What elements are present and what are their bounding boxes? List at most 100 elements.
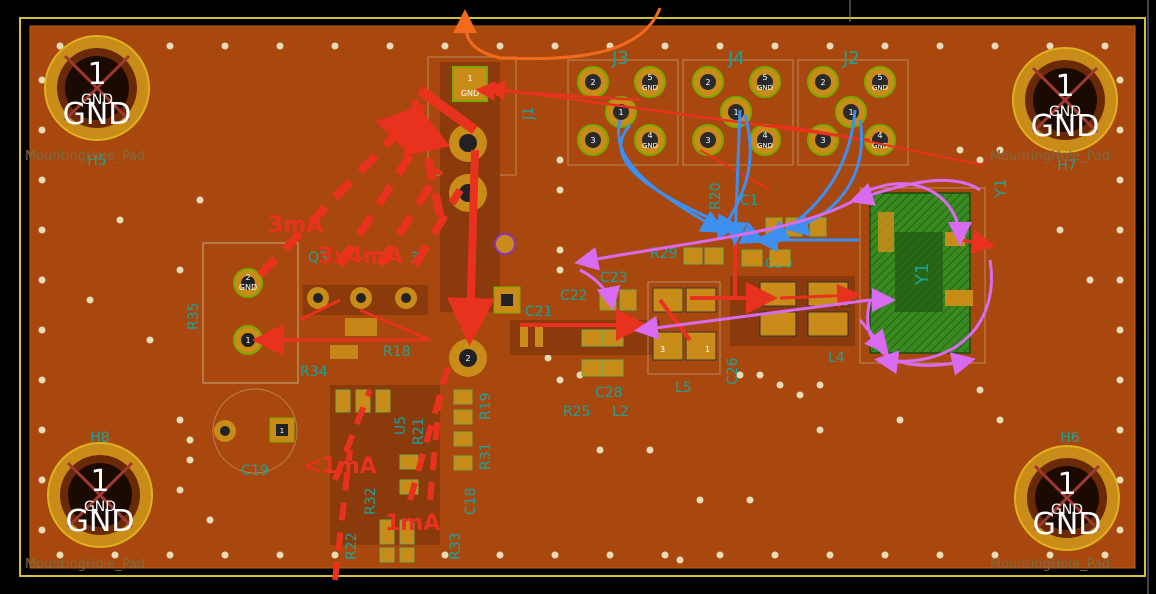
via xyxy=(1046,42,1054,50)
j1-pin1: 1 xyxy=(467,74,472,83)
via xyxy=(736,371,744,379)
via xyxy=(496,42,504,50)
hole-net-large: GND xyxy=(1031,109,1100,144)
via xyxy=(816,381,824,389)
via xyxy=(1116,376,1124,384)
hole-ref: H6 xyxy=(1060,430,1080,446)
via xyxy=(38,176,46,184)
via xyxy=(146,336,154,344)
hole-net-large: GND xyxy=(1033,507,1102,542)
via xyxy=(1116,76,1124,84)
label-r32: R32 xyxy=(363,487,379,515)
label-c1: C1 xyxy=(740,193,759,209)
via xyxy=(661,551,669,559)
via xyxy=(176,266,184,274)
annotation-3ma: 3mA xyxy=(268,213,323,238)
via xyxy=(776,381,784,389)
label-u5: U5 xyxy=(393,416,409,435)
hole-pad-number: 1 xyxy=(1057,467,1076,502)
via xyxy=(38,126,46,134)
via xyxy=(991,551,999,559)
via xyxy=(896,416,904,424)
via xyxy=(556,156,564,164)
coax-pin-net: GND xyxy=(872,84,888,92)
via xyxy=(276,551,284,559)
via xyxy=(221,42,229,50)
hole-net-large: GND xyxy=(63,97,132,132)
via xyxy=(1046,551,1054,559)
via xyxy=(56,551,64,559)
coax-pin-number: 1 xyxy=(733,108,738,117)
via xyxy=(1116,326,1124,334)
label-c18: C18 xyxy=(463,487,479,515)
annotation-3x4ma: 3x4mA xyxy=(318,244,403,269)
hole-ref: H5 xyxy=(87,153,106,169)
via xyxy=(331,42,339,50)
via xyxy=(38,276,46,284)
via xyxy=(441,42,449,50)
coax-pin-number: 2 xyxy=(590,78,595,87)
via xyxy=(746,496,754,504)
via xyxy=(86,296,94,304)
via xyxy=(556,246,564,254)
via xyxy=(1116,276,1124,284)
current-annotations xyxy=(252,80,996,581)
via xyxy=(176,416,184,424)
coax-pin-net: GND xyxy=(642,84,658,92)
coax-pin-number: 4 xyxy=(762,131,767,140)
via xyxy=(176,486,184,494)
label-c22: C22 xyxy=(560,288,588,304)
via xyxy=(1101,42,1109,50)
via xyxy=(716,551,724,559)
via xyxy=(221,551,229,559)
via xyxy=(661,42,669,50)
via xyxy=(166,551,174,559)
via xyxy=(676,556,684,564)
label-j3: J3 xyxy=(611,48,629,69)
via xyxy=(551,42,559,50)
label-y1-body: Y1 xyxy=(912,263,933,286)
label-r18: R18 xyxy=(383,344,411,360)
label-r35: R35 xyxy=(186,302,202,330)
label-r31: R31 xyxy=(478,442,494,470)
label-l4: L4 xyxy=(828,350,845,366)
via xyxy=(166,42,174,50)
via xyxy=(38,426,46,434)
via xyxy=(556,376,564,384)
hole-net: GND xyxy=(1049,104,1081,120)
annotation-lt1ma: <1mA xyxy=(303,454,377,479)
via xyxy=(1086,276,1094,284)
blue-signal-arrows xyxy=(617,109,863,252)
hole-pad-number: 1 xyxy=(90,464,109,499)
via xyxy=(544,354,552,362)
coax-pin-number: 1 xyxy=(618,108,623,117)
hole-ref: H7 xyxy=(1057,158,1076,174)
via xyxy=(551,551,559,559)
hole-pad-number: 1 xyxy=(87,57,106,92)
via xyxy=(976,386,984,394)
via xyxy=(186,456,194,464)
via xyxy=(496,551,504,559)
via xyxy=(1116,426,1124,434)
coax-pin-number: 3 xyxy=(705,136,710,145)
label-r20: R20 xyxy=(708,182,724,210)
coax-pin-number: 2 xyxy=(820,78,825,87)
via xyxy=(826,42,834,50)
j1-pin2: 2 xyxy=(465,354,470,363)
label-r21: R21 xyxy=(411,417,427,445)
label-l5: L5 xyxy=(675,380,692,396)
via xyxy=(38,326,46,334)
via xyxy=(386,42,394,50)
coax-pin-number: 5 xyxy=(877,73,882,82)
via xyxy=(38,526,46,534)
via xyxy=(196,196,204,204)
label-c19: C19 xyxy=(241,463,269,479)
r35-pad-pin1: 1 xyxy=(245,336,250,345)
footprint-name: MountingHole_Pad xyxy=(25,557,145,572)
label-r22: R22 xyxy=(344,532,360,560)
